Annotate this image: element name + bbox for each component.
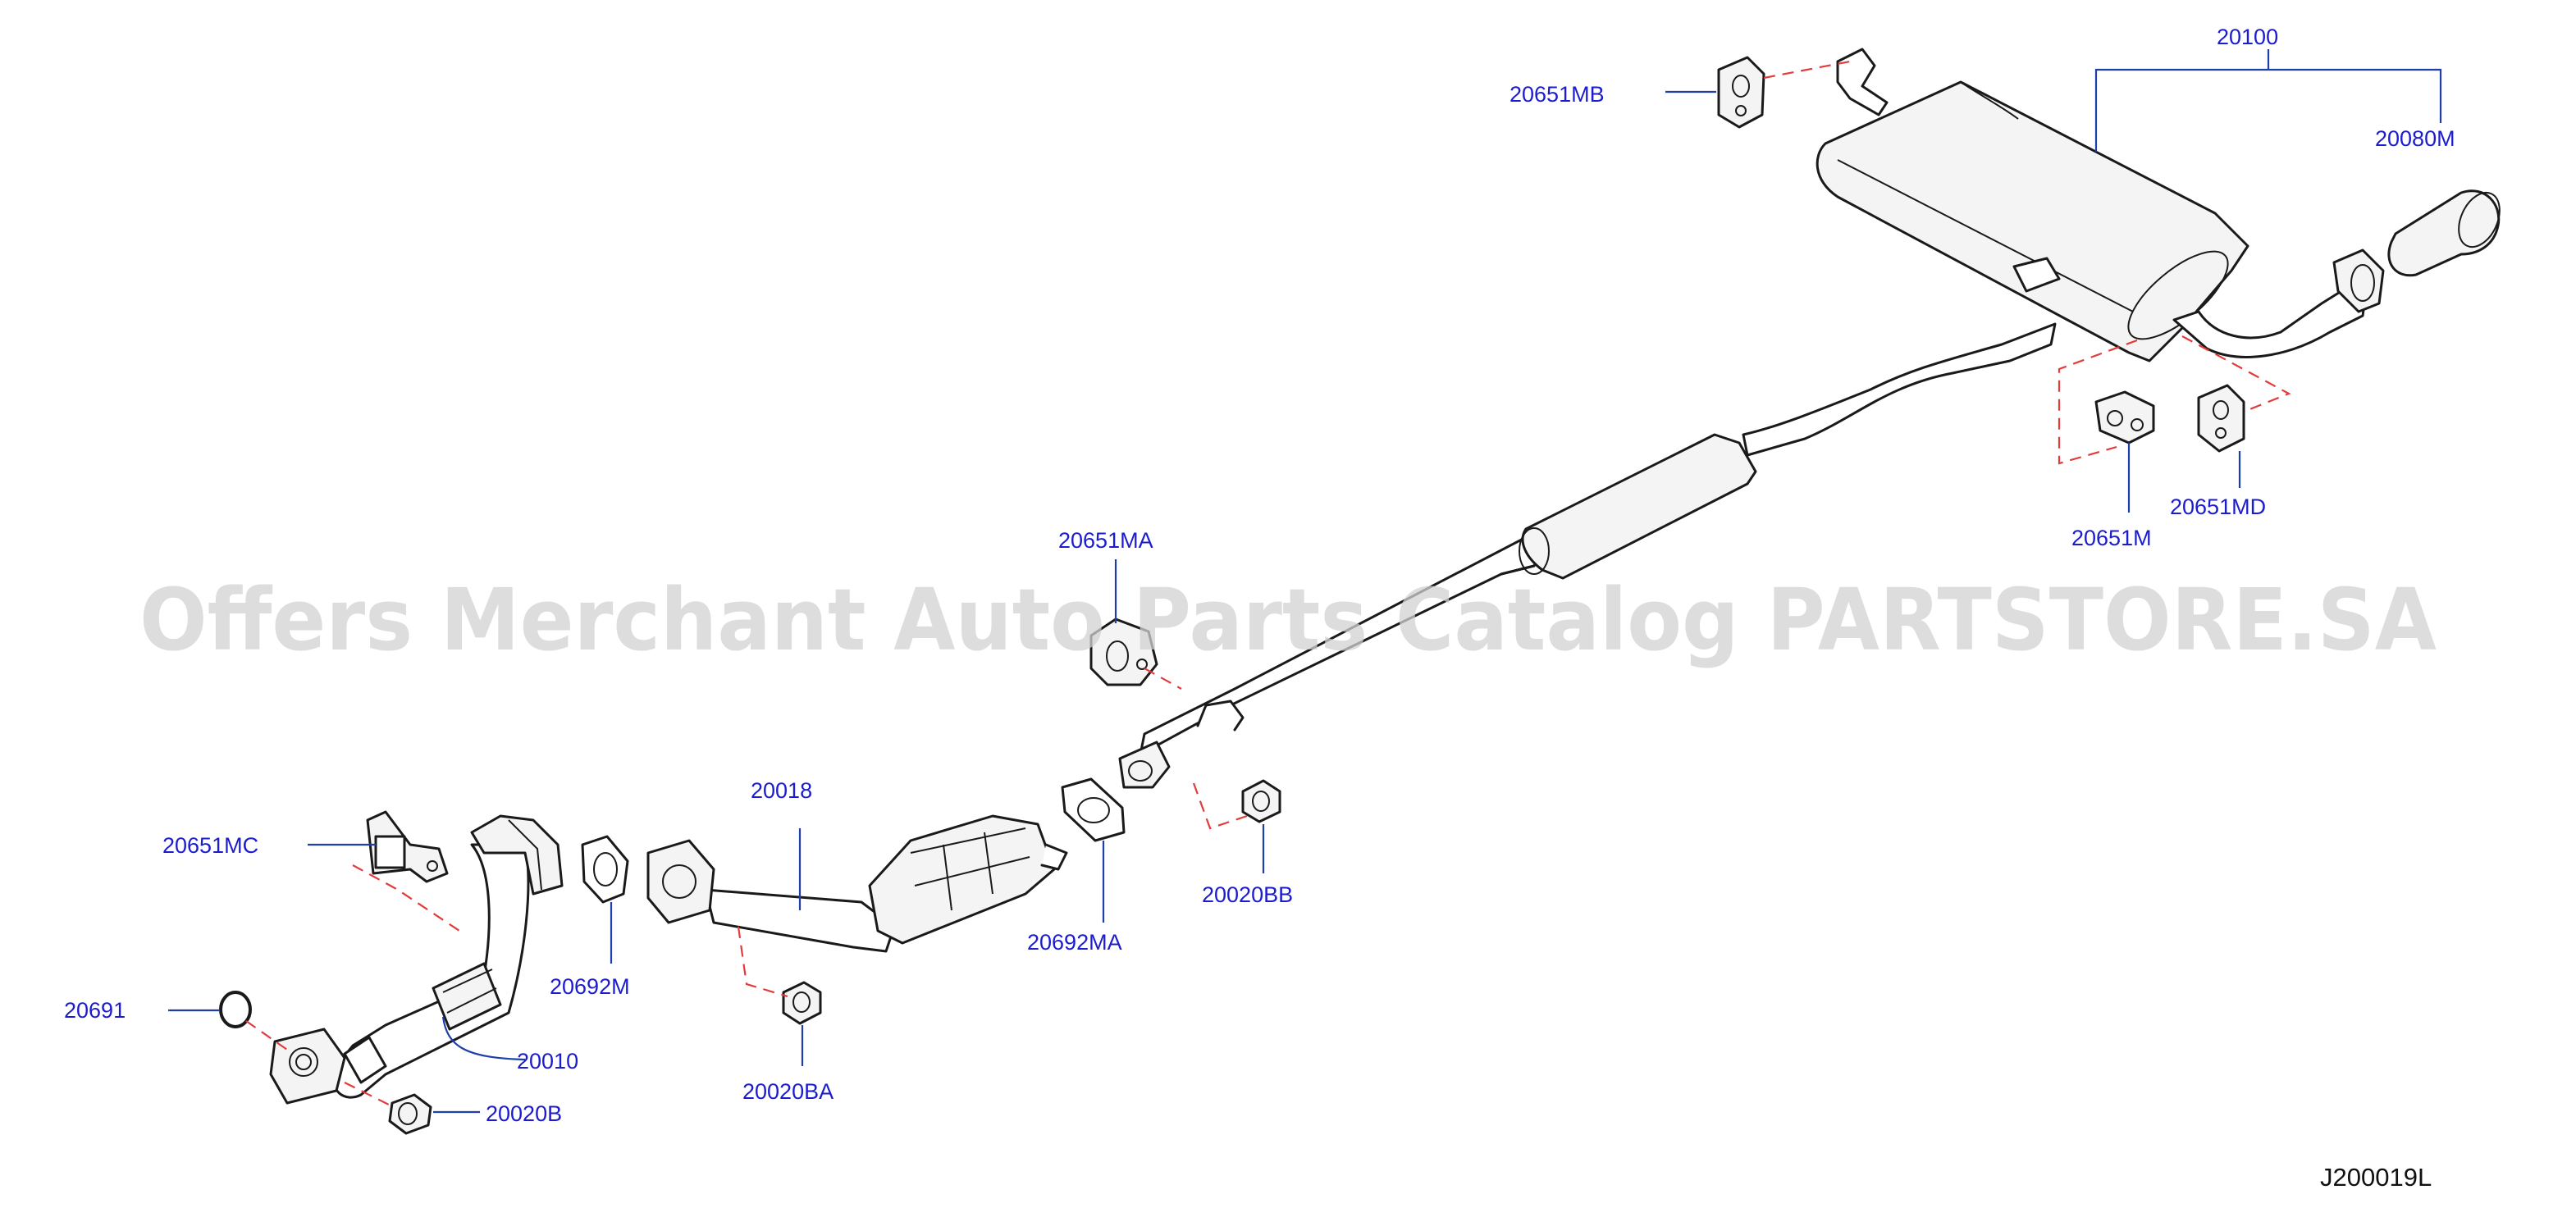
gasket-ring-20691[interactable] bbox=[219, 991, 252, 1028]
insulator-20651MB[interactable] bbox=[1717, 56, 1765, 129]
leader-lines bbox=[168, 49, 2442, 1114]
label-20651M: 20651M bbox=[2071, 526, 2152, 550]
label-20010: 20010 bbox=[517, 1049, 578, 1073]
gasket-20692MA[interactable] bbox=[1061, 777, 1126, 842]
nut-20020BB[interactable] bbox=[1241, 779, 1281, 823]
label-20691: 20691 bbox=[64, 998, 126, 1023]
label-20651MA: 20651MA bbox=[1058, 528, 1153, 553]
center-muffler-pipe[interactable] bbox=[1118, 322, 2057, 789]
label-20020BA: 20020BA bbox=[742, 1079, 834, 1104]
bracket-20651MC[interactable] bbox=[366, 810, 449, 883]
label-20100: 20100 bbox=[2217, 25, 2278, 49]
label-20651MD: 20651MD bbox=[2170, 495, 2266, 519]
label-20651MC: 20651MC bbox=[162, 833, 258, 858]
label-20651MB: 20651MB bbox=[1510, 82, 1605, 107]
label-20020BB: 20020BB bbox=[1202, 882, 1293, 907]
diagram-code: J200019L bbox=[2320, 1163, 2432, 1192]
label-20020B: 20020B bbox=[486, 1101, 562, 1126]
finisher-20080M[interactable] bbox=[2387, 186, 2508, 277]
label-20080M: 20080M bbox=[2375, 126, 2455, 151]
gasket-20692M[interactable] bbox=[581, 835, 629, 904]
main-muffler-20100[interactable] bbox=[1816, 48, 2385, 362]
nut-20020B[interactable] bbox=[388, 1093, 432, 1135]
insulator-20651MA[interactable] bbox=[1089, 618, 1158, 686]
label-20018: 20018 bbox=[751, 778, 812, 803]
label-20692M: 20692M bbox=[550, 974, 630, 999]
watermark-text: Offers Merchant Auto Parts Catalog PARTS… bbox=[139, 570, 2437, 670]
label-20692MA: 20692MA bbox=[1027, 930, 1122, 955]
insulator-20651MD[interactable] bbox=[2197, 384, 2245, 453]
front-exhaust-tube[interactable] bbox=[269, 814, 564, 1105]
assembly-links bbox=[245, 60, 2291, 1108]
insulator-20651M[interactable] bbox=[2094, 390, 2155, 444]
catalytic-converter-20018[interactable] bbox=[646, 814, 1068, 953]
nut-20020BA[interactable] bbox=[782, 981, 822, 1025]
